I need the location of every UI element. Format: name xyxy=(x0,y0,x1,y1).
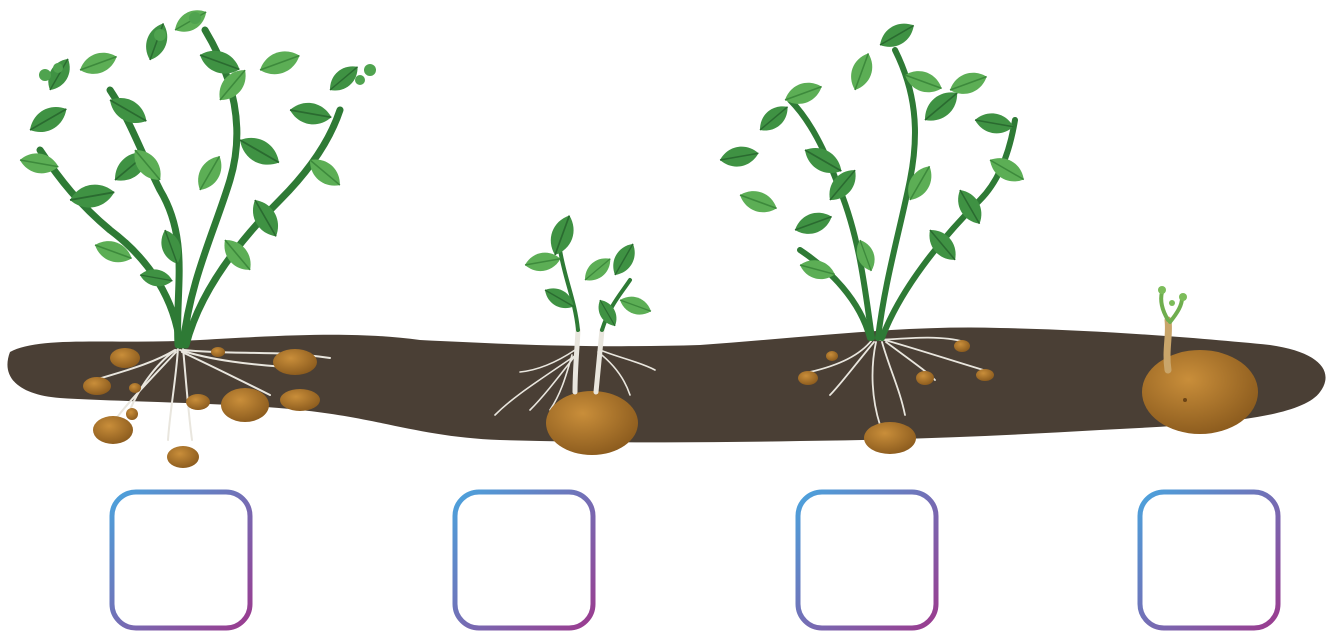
sprouting-plant-leaves xyxy=(523,212,653,330)
seed-tuber xyxy=(546,391,638,455)
answer-box-2[interactable] xyxy=(455,492,593,628)
answer-box-1[interactable] xyxy=(112,492,250,628)
growing-plant-leaves xyxy=(718,17,1028,283)
seed-potato-tuber xyxy=(1142,350,1258,434)
soil-band xyxy=(7,328,1325,443)
growing-plant-stems xyxy=(790,50,1015,338)
answer-box-4[interactable] xyxy=(1140,492,1278,628)
answer-box-3[interactable] xyxy=(798,492,936,628)
answer-boxes xyxy=(112,492,1278,628)
